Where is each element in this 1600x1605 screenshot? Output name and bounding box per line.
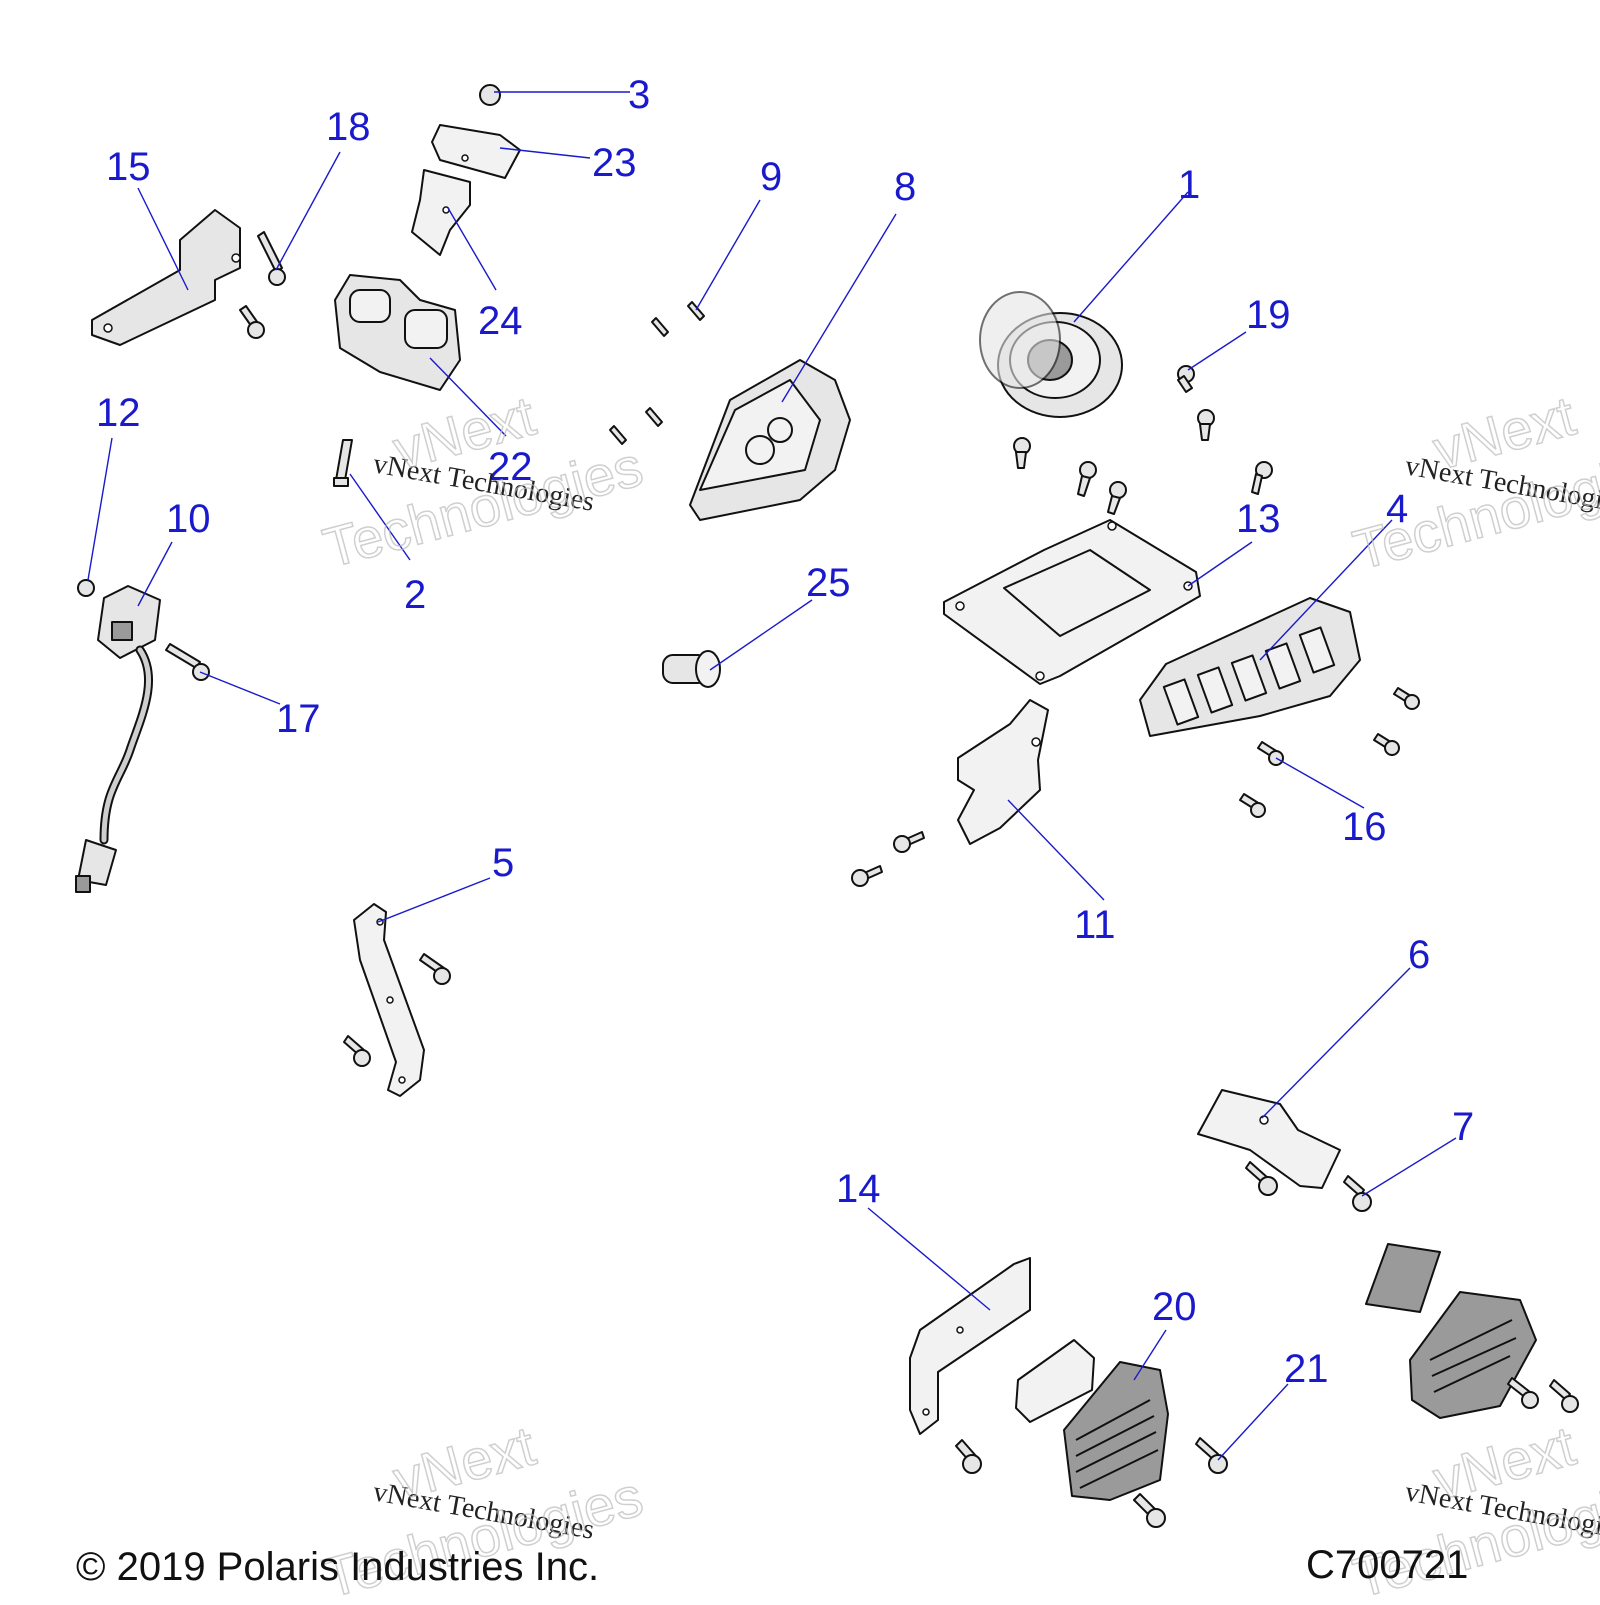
callout-25: 25 (806, 561, 851, 605)
part-4-fuse-block (1139, 597, 1361, 737)
callout-16: 16 (1342, 805, 1387, 849)
callout-2: 2 (404, 573, 426, 617)
part-9-screws (609, 301, 705, 445)
callout-1: 1 (1178, 163, 1200, 207)
part-19-fasteners (1013, 365, 1273, 515)
leader-lines (87, 91, 1457, 1461)
part-6-bracket (1197, 1089, 1341, 1189)
callout-11: 11 (1074, 903, 1116, 947)
callout-23: 23 (592, 141, 637, 185)
callout-15: 15 (106, 145, 151, 189)
part-pad-right (1365, 1243, 1441, 1313)
part-25-socket (662, 650, 721, 688)
callout-labels: 1 2 3 4 5 6 7 8 9 10 11 12 13 14 15 16 1… (96, 73, 1474, 1391)
callout-24: 24 (478, 299, 523, 343)
part-24-clip (411, 169, 471, 256)
callout-10: 10 (166, 497, 211, 541)
part-5-bolts (343, 953, 451, 1067)
part-20-regulator (1063, 1361, 1169, 1501)
watermark: vNext Technologies vNext Technologies vN… (316, 383, 1600, 1605)
part-21-bolts (1133, 1437, 1228, 1528)
part-2-bolt (333, 439, 353, 487)
part-12-nut (77, 579, 95, 597)
part-7-bolts (1245, 1161, 1372, 1212)
part-15-bracket (91, 209, 241, 346)
callout-9: 9 (760, 155, 782, 199)
callout-17: 17 (276, 697, 321, 741)
part-10-sensor (75, 585, 161, 893)
part-13-plate (943, 519, 1201, 685)
part-5-bracket (353, 903, 425, 1097)
callout-12: 12 (96, 391, 141, 435)
callout-8: 8 (894, 165, 916, 209)
part-3-nut (479, 84, 501, 106)
callout-19: 19 (1246, 293, 1291, 337)
callout-3: 3 (628, 73, 650, 117)
part-18-bolt-b (239, 305, 265, 339)
callout-7: 7 (1452, 1105, 1474, 1149)
part-20-pad (1015, 1339, 1095, 1423)
part-1-horn (979, 291, 1123, 418)
part-23-cover (431, 124, 521, 179)
part-regulator-right (1409, 1291, 1537, 1419)
part-11-bolts (851, 831, 925, 887)
part-18-bolt (257, 231, 286, 286)
part-14-bracket (909, 1257, 1031, 1435)
callout-5: 5 (492, 841, 514, 885)
callout-20: 20 (1152, 1285, 1197, 1329)
part-11-bracket (957, 699, 1049, 845)
part-bolts-right (1507, 1377, 1579, 1413)
callout-4: 4 (1386, 487, 1408, 531)
drawing-number: C700721 (1306, 1543, 1468, 1587)
callout-18: 18 (326, 105, 371, 149)
callout-6: 6 (1408, 933, 1430, 977)
part-8-ecu (689, 359, 851, 521)
part-17-bolt (165, 643, 210, 681)
copyright-notice: © 2019 Polaris Industries Inc. (76, 1545, 599, 1589)
part-22-relay-block (334, 274, 461, 391)
callout-13: 13 (1236, 497, 1281, 541)
callout-21: 21 (1284, 1347, 1329, 1391)
part-16-bolts (1239, 687, 1420, 818)
callout-14: 14 (836, 1167, 881, 1211)
callout-22: 22 (488, 445, 533, 489)
part-14-bolt (955, 1439, 982, 1474)
